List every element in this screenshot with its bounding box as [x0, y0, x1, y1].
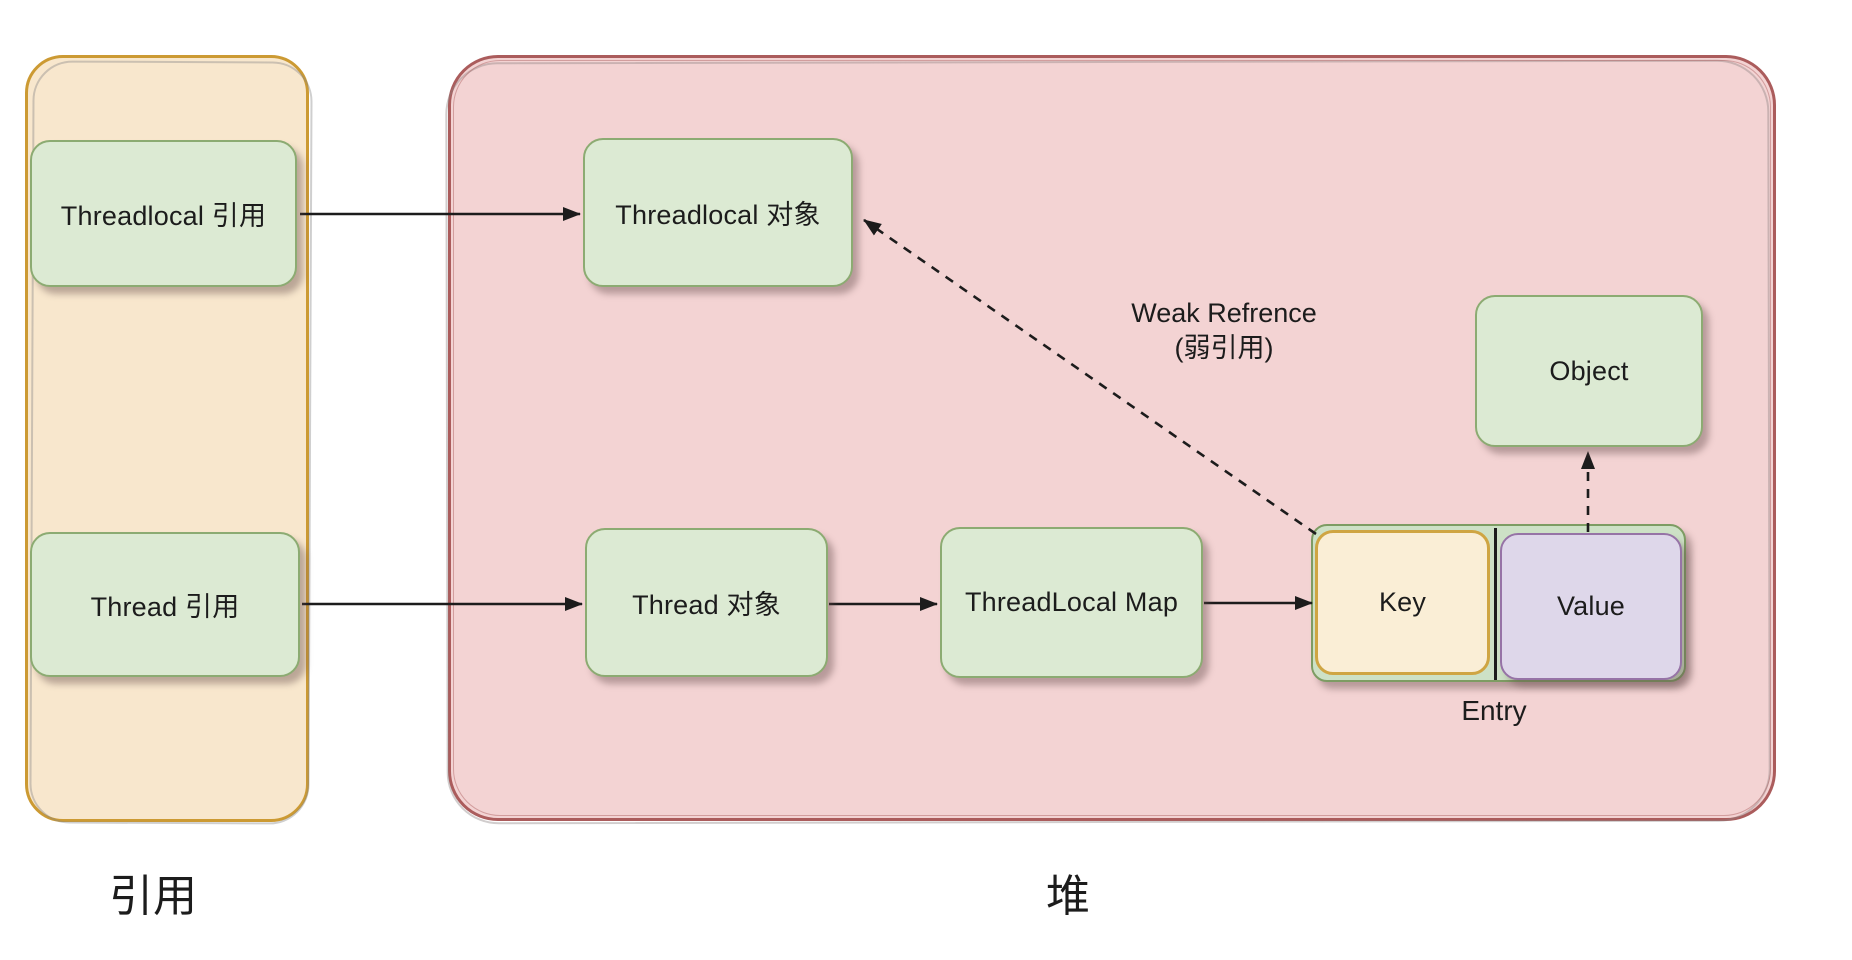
node-value: Value [1500, 533, 1682, 680]
weak-reference-label-line1: Weak Refrence [1131, 298, 1317, 328]
weak-reference-label: Weak Refrence (弱引用) [1074, 296, 1374, 366]
node-threadlocal-object: Threadlocal 对象 [583, 138, 853, 287]
node-object-label: Object [1549, 355, 1629, 386]
node-threadlocal-object-label: Threadlocal 对象 [615, 200, 821, 230]
node-threadlocal-reference-label: Threadlocal 引用 [60, 201, 267, 231]
heap-title: 堆 [1046, 872, 1090, 921]
node-thread-reference: Thread 引用 [30, 532, 300, 677]
node-key: Key [1315, 530, 1490, 675]
node-thread-reference-label: Thread 引用 [90, 592, 240, 622]
node-thread-object-label: Thread 对象 [632, 590, 781, 620]
node-key-label: Key [1378, 587, 1427, 617]
node-threadlocal-map-label: ThreadLocal Map [964, 587, 1179, 617]
node-threadlocal-map: ThreadLocal Map [940, 527, 1203, 678]
node-value-label: Value [1556, 591, 1626, 621]
weak-reference-label-line2: (弱引用) [1174, 333, 1274, 363]
node-thread-object: Thread 对象 [585, 528, 828, 677]
node-object: Object [1475, 295, 1703, 447]
stack-title: 引用 [109, 872, 197, 921]
entry-label: Entry [1461, 695, 1527, 726]
node-threadlocal-reference: Threadlocal 引用 [30, 140, 297, 287]
entry-divider-line [1494, 528, 1497, 680]
